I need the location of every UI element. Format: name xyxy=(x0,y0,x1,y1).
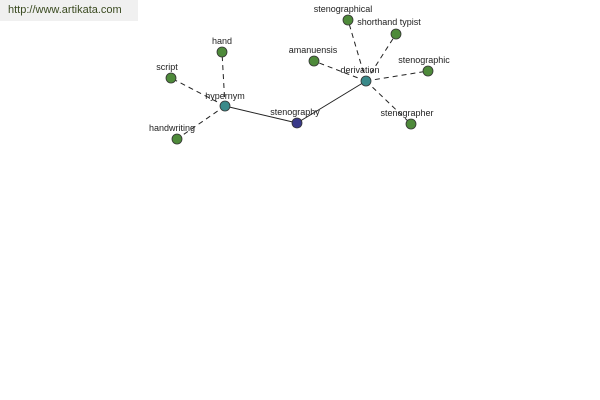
node-label-hand[interactable]: hand xyxy=(212,36,232,46)
edge-derivation-shorthand-typist xyxy=(365,33,397,82)
node-dot-shorthand-typist[interactable] xyxy=(390,28,402,40)
node-dot-script[interactable] xyxy=(165,72,177,84)
node-dot-amanuensis[interactable] xyxy=(308,55,320,67)
graph-node-hand[interactable]: hand xyxy=(212,36,232,58)
graph-node-hypernym[interactable]: hypernym xyxy=(205,91,245,112)
node-label-amanuensis[interactable]: amanuensis xyxy=(289,45,338,55)
edge-stenography-derivation xyxy=(296,80,367,124)
graph-edges xyxy=(170,19,429,140)
node-label-script[interactable]: script xyxy=(156,62,178,72)
site-url-link[interactable]: http://www.artikata.com xyxy=(0,0,138,21)
node-dot-stenography[interactable] xyxy=(291,117,303,129)
node-label-stenographer[interactable]: stenographer xyxy=(380,108,433,118)
edge-derivation-amanuensis xyxy=(313,60,367,82)
node-label-derivation[interactable]: derivation xyxy=(340,65,379,75)
node-label-stenography[interactable]: stenography xyxy=(270,107,320,117)
node-label-handwriting[interactable]: handwriting xyxy=(149,123,195,133)
graph-node-shorthand-typist[interactable]: shorthand typist xyxy=(357,17,421,40)
node-dot-derivation[interactable] xyxy=(360,75,372,87)
edge-stenography-hypernym xyxy=(224,105,298,124)
graph-node-amanuensis[interactable]: amanuensis xyxy=(289,45,338,67)
graph-nodes: stenography hypernym derivation hand script h… xyxy=(149,4,450,145)
node-label-stenographical[interactable]: stenographical xyxy=(314,4,373,14)
node-label-hypernym[interactable]: hypernym xyxy=(205,91,245,101)
graph-node-handwriting[interactable]: handwriting xyxy=(149,123,195,145)
node-dot-stenographer[interactable] xyxy=(405,118,417,130)
node-dot-handwriting[interactable] xyxy=(171,133,183,145)
edge-hypernym-hand xyxy=(221,51,226,107)
edge-derivation-stenographical xyxy=(347,19,367,82)
node-dot-stenographic[interactable] xyxy=(422,65,434,77)
graph-node-script[interactable]: script xyxy=(156,62,178,84)
edge-hypernym-script xyxy=(170,77,226,107)
edge-derivation-stenographic xyxy=(365,70,429,82)
node-label-shorthand-typist[interactable]: shorthand typist xyxy=(357,17,421,27)
node-label-stenographic[interactable]: stenographic xyxy=(398,55,450,65)
edge-hypernym-handwriting xyxy=(176,105,226,140)
node-dot-stenographical[interactable] xyxy=(342,14,354,26)
edge-derivation-stenographer xyxy=(365,80,412,125)
graph-node-stenographical[interactable]: stenographical xyxy=(314,4,373,26)
graph-node-stenography[interactable]: stenography xyxy=(270,107,320,129)
node-dot-hypernym[interactable] xyxy=(219,100,231,112)
graph-node-stenographer[interactable]: stenographer xyxy=(380,108,434,130)
node-dot-hand[interactable] xyxy=(216,46,228,58)
graph-node-derivation[interactable]: derivation xyxy=(340,65,380,87)
graph-node-stenographic[interactable]: stenographic xyxy=(398,55,450,77)
